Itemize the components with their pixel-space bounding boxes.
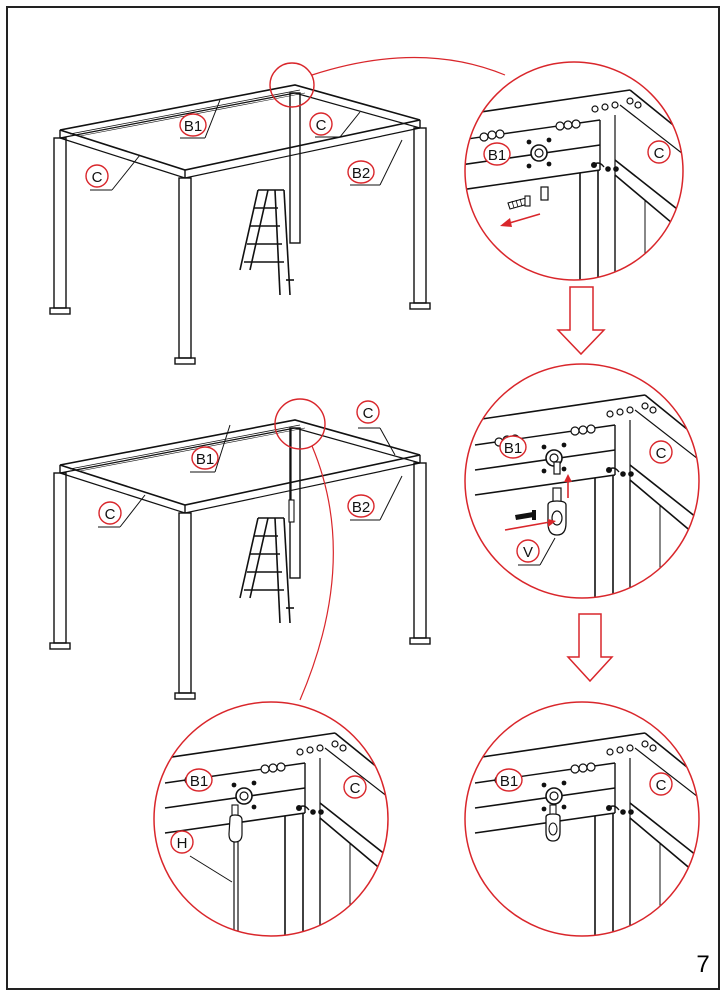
label-b2-text: B2: [352, 499, 370, 516]
label-b1-text: B1: [190, 773, 208, 790]
detail-d: [465, 702, 699, 936]
label-c-text: C: [656, 445, 667, 462]
detail-c-label-b1: B1: [185, 768, 213, 792]
down-arrow-icon: [556, 286, 606, 356]
callout-circle-top: [269, 62, 315, 108]
page-number: 7: [696, 951, 710, 978]
detail-c-label-c: C: [343, 775, 367, 799]
label-b2-text: B2: [352, 165, 370, 182]
label-c-top-right: C: [309, 111, 361, 138]
detail-a: [465, 62, 683, 280]
detail-d-label-c: C: [649, 772, 673, 796]
screw-icon: [515, 510, 536, 520]
label-v-text: V: [523, 544, 533, 561]
screw-icon: [507, 195, 531, 210]
label-c-text: C: [350, 780, 361, 797]
callout-line-top: [311, 56, 506, 76]
label-b1-text: B1: [488, 147, 506, 164]
label-b1-text: B1: [184, 118, 202, 135]
detail-b: [465, 364, 699, 598]
detail-c-label-h: H: [170, 830, 233, 883]
label-c-top-left: C: [85, 154, 141, 191]
label-b1-middle: B1: [190, 424, 231, 473]
label-c-text: C: [105, 506, 116, 523]
label-c-text: C: [656, 777, 667, 794]
detail-a-label-b1: B1: [483, 142, 511, 166]
label-h-text: H: [177, 835, 188, 852]
detail-b-label-v: V: [516, 537, 556, 566]
detail-d-label-b1: B1: [495, 768, 523, 792]
ladder-middle: [239, 517, 295, 624]
label-b1-top: B1: [179, 99, 221, 139]
pergola-top: [49, 84, 431, 365]
down-arrow-icon: [566, 613, 614, 683]
label-c-text: C: [654, 145, 665, 162]
label-c-middle-left: C: [98, 494, 146, 528]
ladder-top: [239, 189, 295, 296]
label-b1-text: B1: [196, 451, 214, 468]
pergola-middle: [49, 419, 431, 700]
detail-b-label-b1: B1: [499, 435, 527, 459]
label-b2-top: B2: [347, 139, 403, 186]
label-c-text: C: [316, 117, 327, 134]
label-b2-middle: B2: [347, 475, 403, 521]
detail-c: [154, 702, 388, 936]
label-b1-text: B1: [500, 773, 518, 790]
label-b1-text: B1: [504, 440, 522, 457]
detail-b-label-c: C: [649, 440, 673, 464]
hook-icon: [547, 487, 567, 536]
label-c-text: C: [363, 405, 374, 422]
label-c-middle-right: C: [356, 400, 396, 456]
callout-circle-middle: [274, 398, 326, 450]
detail-a-label-c: C: [647, 140, 671, 164]
page-border: [6, 6, 720, 990]
label-c-text: C: [92, 169, 103, 186]
callout-line-middle: [299, 445, 334, 701]
